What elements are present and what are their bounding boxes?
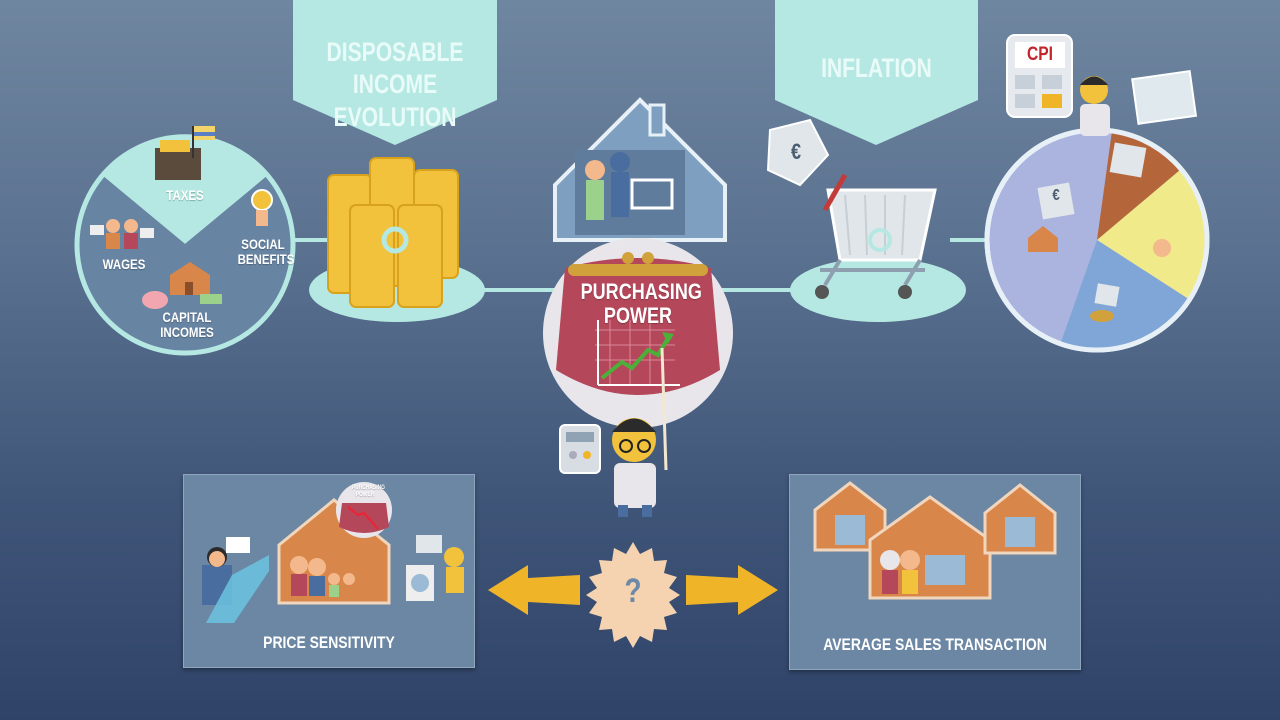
inflation-banner [775,0,978,145]
social-benefits-hand-icon [251,189,273,226]
wages-people-icon [90,219,154,249]
price-sensitivity-label: PRICE SENSITIVITY [263,633,395,652]
disposable-income-banner-title: DISPOSABLE INCOME EVOLUTION [326,37,464,132]
euro-tag-symbol: € [790,139,802,164]
capital-incomes-icon [142,262,222,309]
social-benefits-label: SOCIAL BENEFITS [237,236,295,267]
purchasing-power-label-line2: POWER [603,303,673,328]
capital-incomes-label: CAPITAL INCOMES [160,309,214,340]
cart-platform [790,258,966,322]
cpi-label: CPI [1027,44,1053,65]
right-arrow-icon [686,565,778,615]
question-starburst-icon [586,542,680,648]
price-sensitivity-illustration [202,482,464,623]
shopping-cart-icon [815,173,937,299]
taxes-label: TAXES [166,187,204,203]
purchasing-power-label-line1: PURCHASING [580,279,702,304]
pie-euro-tag-symbol: € [1052,187,1060,204]
question-mark: ? [624,572,642,610]
tax-chest-icon [155,126,215,180]
average-sales-illustration [813,481,1057,600]
family-house-icon [553,97,727,242]
disposable-income-banner [293,0,497,145]
inflation-banner-title: INFLATION [821,53,932,83]
purchasing-power-purse-icon [543,238,733,428]
coin-connector-ring [381,226,409,254]
euro-price-tag-icon [766,118,830,187]
left-arrow-icon [488,565,580,615]
average-sales-transaction-panel: AVERAGE SALES TRANSACTION [789,474,1081,670]
calendar-icon [1131,70,1198,125]
cpi-calculator-icon [1006,34,1073,118]
income-circle [74,134,296,356]
analyst-character-icon [559,347,668,517]
wages-label: WAGES [102,256,146,272]
price-sensitivity-panel: PURCHASING POWER PRICE SENSITIVITY [183,474,475,668]
coin-stacks-icon [327,157,459,308]
average-sales-transaction-label: AVERAGE SALES TRANSACTION [823,635,1047,654]
economist-character-icon [1080,76,1110,136]
cpi-pie-chart [984,127,1210,353]
mini-purse-label: PURCHASING POWER [351,485,385,498]
